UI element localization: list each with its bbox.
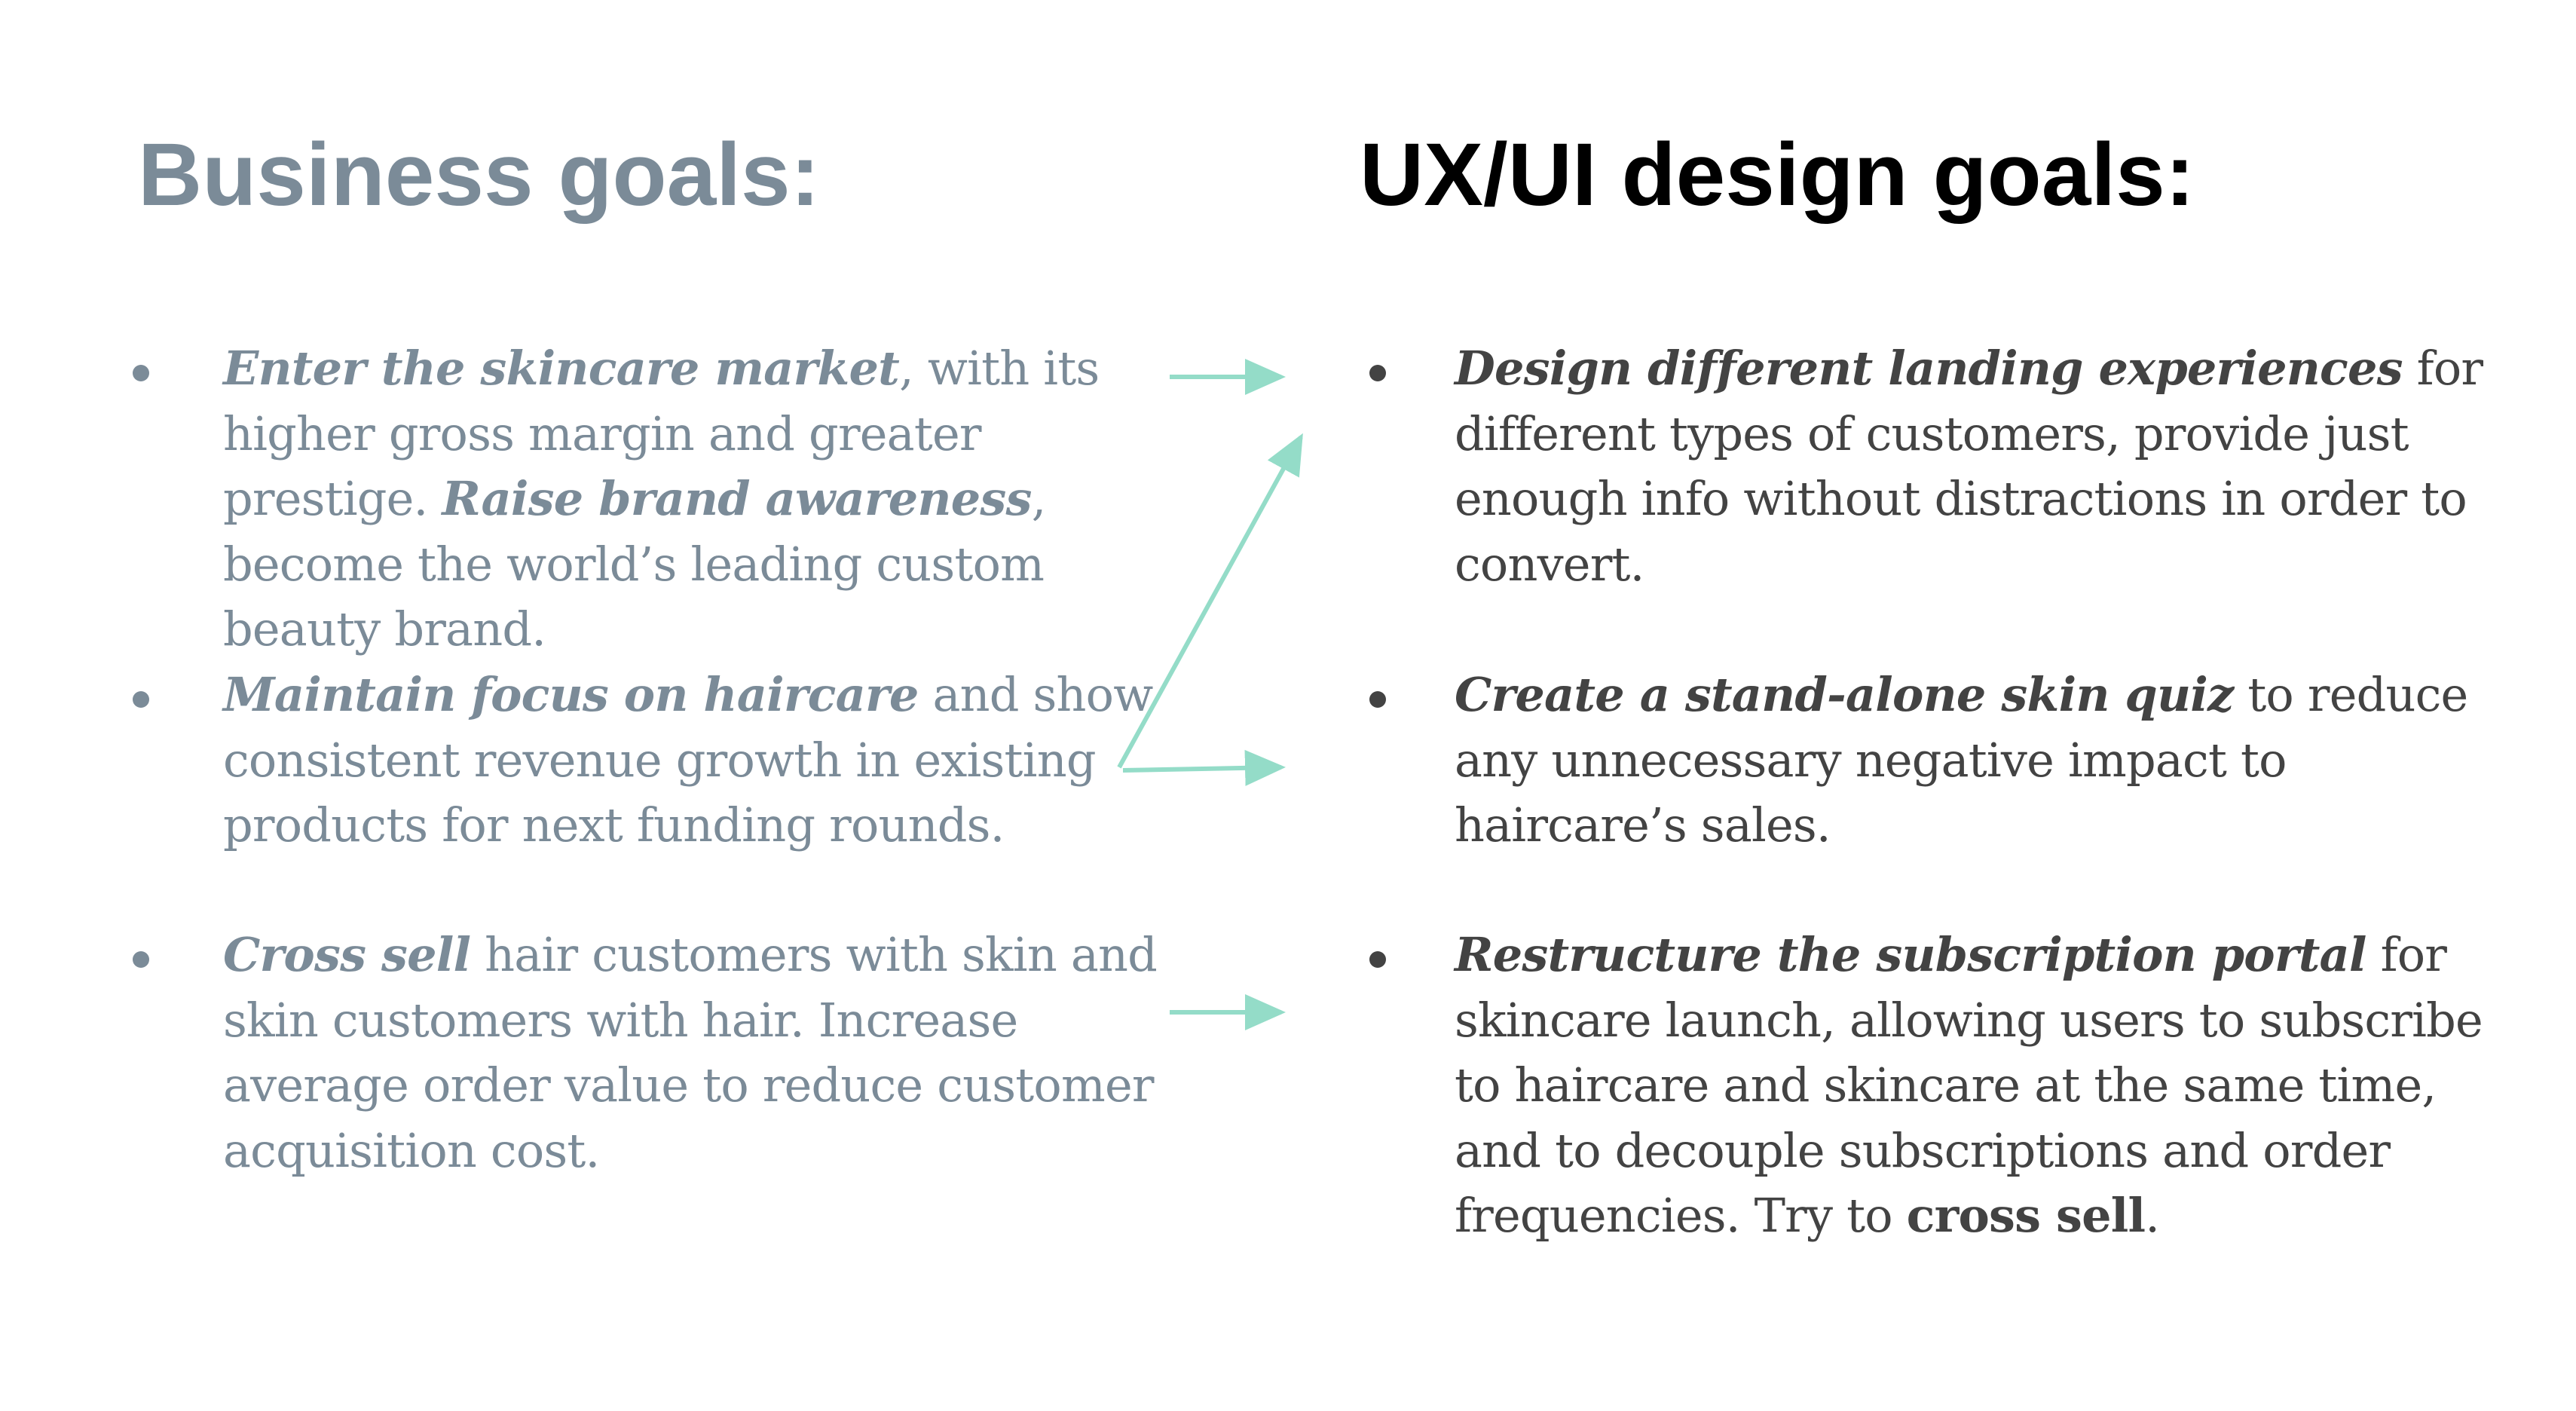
bullet-icon <box>133 951 149 968</box>
goal-emphasis: Raise brand awareness <box>442 471 1032 526</box>
goal-lead: Cross sell <box>223 927 471 982</box>
goal-strong: cross sell <box>1906 1188 2146 1243</box>
goal-lead: Design different landing experiences <box>1455 341 2403 396</box>
goal-text: to reduce any unnecessary negative impac… <box>1455 667 2468 852</box>
business-goal-1: Enter the skincare market, with its high… <box>121 336 1176 663</box>
goal-text: , become the world’s leading custom beau… <box>223 471 1046 657</box>
goal-lead: Maintain focus on haircare <box>223 667 919 722</box>
business-goal-3: Cross sell hair customers with skin and … <box>121 923 1176 1183</box>
goal-lead: Create a stand-alone skin quiz <box>1455 667 2234 722</box>
goal-lead: Enter the skincare market <box>223 341 900 396</box>
bullet-icon <box>133 691 149 708</box>
goal-text: for different types of customers, provid… <box>1455 341 2483 592</box>
ux-goal-3: Restructure the subscription portal for … <box>1359 923 2512 1249</box>
business-goals-heading: Business goals: <box>138 125 820 225</box>
goal-lead: Restructure the subscription portal <box>1455 927 2366 982</box>
bullet-icon <box>1369 365 1386 381</box>
business-goal-2: Maintain focus on haircare and show cons… <box>121 663 1176 859</box>
bullet-icon <box>1369 951 1386 968</box>
ux-goal-2: Create a stand-alone skin quiz to reduce… <box>1359 663 2512 859</box>
goal-text: , with its higher gross margin and great… <box>223 341 1100 526</box>
goal-text: and show consistent revenue growth in ex… <box>223 667 1153 852</box>
goal-text: for skincare launch, allowing users to s… <box>1455 927 2483 1243</box>
bullet-icon <box>133 365 149 381</box>
bullet-icon <box>1369 691 1386 708</box>
goal-text: hair customers with skin and skin custom… <box>223 927 1158 1178</box>
ux-goal-1: Design different landing experiences for… <box>1359 336 2512 597</box>
goal-text: . <box>2145 1188 2160 1243</box>
ux-goals-heading: UX/UI design goals: <box>1360 125 2195 225</box>
